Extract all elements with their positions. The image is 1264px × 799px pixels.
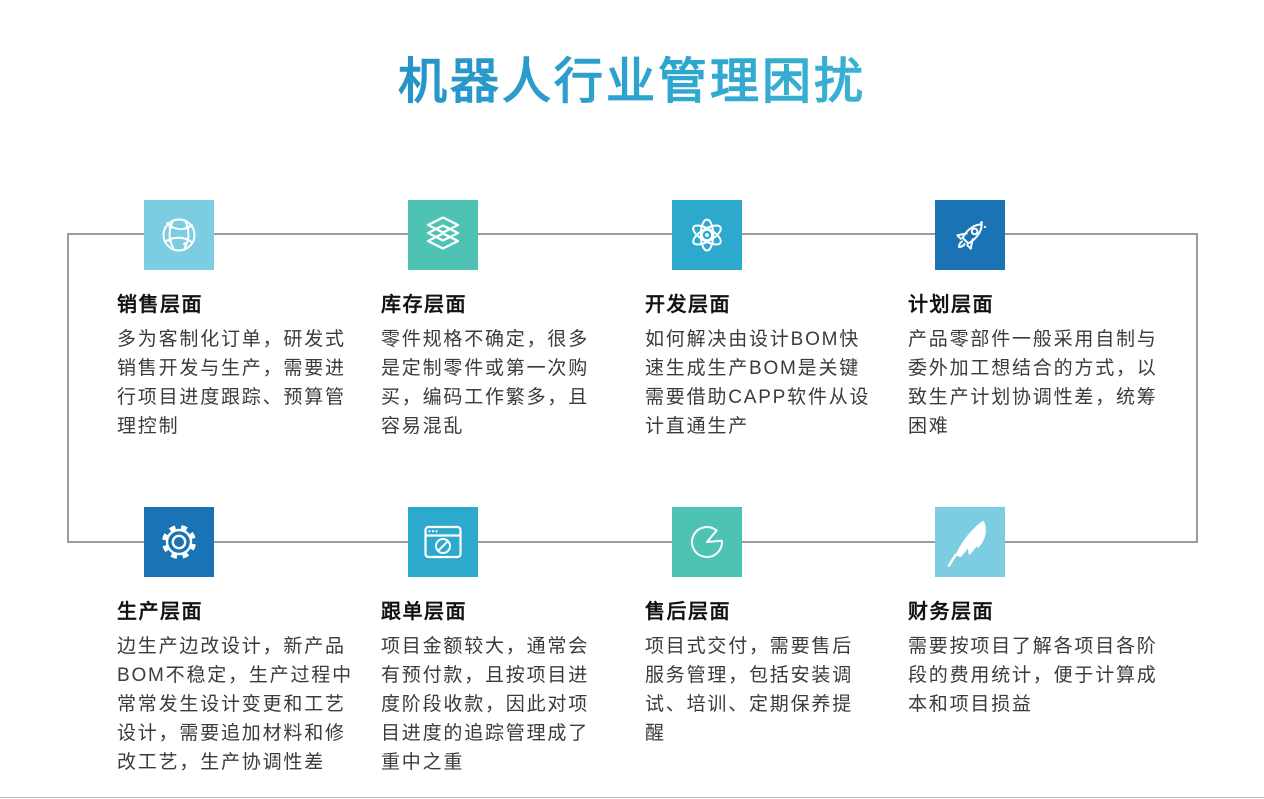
bottom-divider xyxy=(0,797,1264,798)
gear-icon xyxy=(144,507,214,577)
section-title: 跟单层面 xyxy=(381,601,467,623)
section-body: 如何解决由设计BOM快 速生成生产BOM是关键 需要借助CAPP软件从设 计直通… xyxy=(645,329,871,437)
feather-icon xyxy=(935,507,1005,577)
section-body: 零件规格不确定，很多 是定制零件或第一次购 买，编码工作繁多，且 容易混乱 xyxy=(381,329,590,437)
globe-network-icon xyxy=(144,200,214,270)
section-development: 开发层面 如何解决由设计BOM快 速生成生产BOM是关键 需要借助CAPP软件从… xyxy=(645,200,917,441)
connector-line-bottom xyxy=(67,541,1198,543)
section-title: 销售层面 xyxy=(117,294,203,316)
section-body: 产品零部件一般采用自制与 委外加工想结合的方式，以 致生产计划协调性差，统筹 困… xyxy=(908,329,1158,437)
section-body: 项目金额较大，通常会 有预付款，且按项目进 度阶段收款，因此对项 目进度的追踪管… xyxy=(381,636,590,773)
layers-icon xyxy=(408,200,478,270)
page-title: 机器人行业管理困扰 xyxy=(0,42,1264,113)
section-body: 多为客制化订单，研发式 销售开发与生产，需要进 行项目进度跟踪、预算管 理控制 xyxy=(117,329,346,437)
section-title: 售后层面 xyxy=(645,601,731,623)
atom-icon xyxy=(672,200,742,270)
section-body: 项目式交付，需要售后 服务管理，包括安装调 试、培训、定期保养提 醒 xyxy=(645,636,854,744)
section-title: 开发层面 xyxy=(645,294,731,316)
section-body: 需要按项目了解各项目各阶 段的费用统计，便于计算成 本和项目损益 xyxy=(908,636,1158,715)
section-order-tracking: 跟单层面 项目金额较大，通常会 有预付款，且按项目进 度阶段收款，因此对项 目进… xyxy=(381,507,653,777)
section-title: 财务层面 xyxy=(908,601,994,623)
section-title: 库存层面 xyxy=(381,294,467,316)
browser-compass-icon xyxy=(408,507,478,577)
rocket-icon xyxy=(935,200,1005,270)
connector-line-left xyxy=(67,233,69,543)
section-production: 生产层面 边生产边改设计，新产品 BOM不稳定，生产过程中 常常发生设计变更和工… xyxy=(117,507,389,777)
section-body: 边生产边改设计，新产品 BOM不稳定，生产过程中 常常发生设计变更和工艺 设计，… xyxy=(117,636,353,773)
section-after-sales: 售后层面 项目式交付，需要售后 服务管理，包括安装调 试、培训、定期保养提 醒 xyxy=(645,507,917,748)
connector-line-top xyxy=(67,233,1198,235)
section-planning: 计划层面 产品零部件一般采用自制与 委外加工想结合的方式，以 致生产计划协调性差… xyxy=(908,200,1180,441)
section-title: 计划层面 xyxy=(908,294,994,316)
connector-line-right xyxy=(1196,233,1198,543)
pie-chart-icon xyxy=(672,507,742,577)
section-finance: 财务层面 需要按项目了解各项目各阶 段的费用统计，便于计算成 本和项目损益 xyxy=(908,507,1180,719)
section-sales: 销售层面 多为客制化订单，研发式 销售开发与生产，需要进 行项目进度跟踪、预算管… xyxy=(117,200,389,441)
section-inventory: 库存层面 零件规格不确定，很多 是定制零件或第一次购 买，编码工作繁多，且 容易… xyxy=(381,200,653,441)
section-title: 生产层面 xyxy=(117,601,203,623)
